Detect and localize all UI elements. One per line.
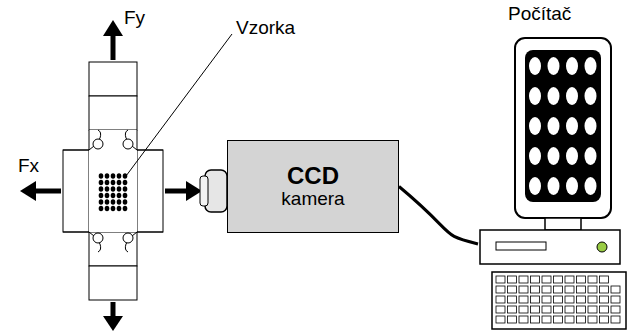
- camera-box: CCDkamera: [227, 140, 399, 233]
- force-label: Fy: [124, 8, 145, 29]
- force-label: Fx: [18, 156, 39, 177]
- cable: [399, 187, 478, 245]
- camera-text: kamera: [281, 189, 344, 210]
- camera-text: CCD: [287, 163, 339, 189]
- specimen-label: Vzorka: [236, 18, 295, 39]
- computer-label: Počítač: [508, 4, 571, 25]
- computer-illustration: [478, 4, 628, 331]
- computer: Počítač: [478, 4, 628, 331]
